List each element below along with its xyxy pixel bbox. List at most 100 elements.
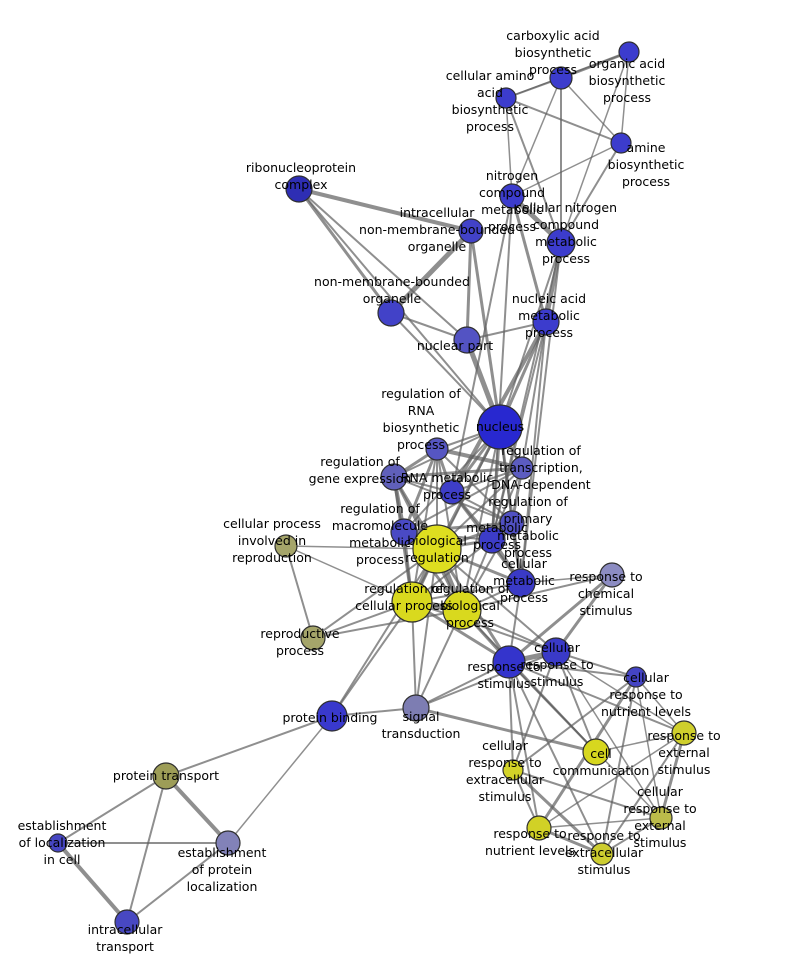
edge-regulation-of-biological-process--reproductive-process [312,609,463,639]
node-nuclear-part[interactable] [453,326,481,354]
node-response-to-stimulus[interactable] [492,645,526,679]
edge-cellular-response-to-stimulus--response-to-external-stimulus [555,651,685,734]
node-cell-communication[interactable] [582,738,610,766]
node-metabolic-process[interactable] [478,526,506,554]
node-regulation-of-rna-biosynthetic[interactable] [425,437,449,461]
edge-protein-binding--protein-transport [165,715,333,777]
edge-cellular-response-to-nutrient-levels--cellular-response-to-extracellular-stimulus [512,676,637,771]
edge-cellular-response-to-nutrient-levels--cellular-response-to-external-stimulus [635,676,662,819]
node-label-protein-binding: protein binding [282,710,377,725]
edge-response-to-external-stimulus--cellular-response-to-external-stimulus [659,731,686,820]
edge-cellular-amino-acid-biosynthetic--nitrogen-compound-metabolic [505,97,513,197]
edge-non-membrane-bounded-organelle--nucleus [390,312,501,428]
node-intracellular-transport[interactable] [114,909,140,935]
node-nitrogen-compound-metabolic[interactable] [499,183,525,209]
edge-nitrogen-compound-metabolic--nucleic-acid-metabolic [510,194,548,324]
node-regulation-of-biological-process[interactable] [442,590,482,630]
node-cellular-response-to-extracellular-stimulus[interactable] [502,759,524,781]
node-response-to-nutrient-levels[interactable] [526,815,552,841]
edge-signal-transduction--response-to-stimulus [415,661,510,709]
node-label-protein-transport: protein transport [113,768,219,783]
node-protein-transport[interactable] [152,762,180,790]
node-response-to-extracellular-stimulus[interactable] [590,842,614,866]
edge-intracellular-non-membrane-bounded-organelle--non-membrane-bounded-organelle [388,228,474,316]
edge-regulation-of-cellular-process--protein-binding [331,601,413,717]
edge-protein-transport--establishment-of-protein-localization [164,774,230,845]
node-nucleic-acid-metabolic[interactable] [532,308,560,336]
node-cellular-response-to-stimulus[interactable] [541,637,571,667]
edge-regulation-of-gene-expression--regulation-of-transcription-dna-dependent [392,466,524,479]
node-cellular-process-involved-in-reproduction[interactable] [274,534,298,558]
node-non-membrane-bounded-organelle[interactable] [377,299,405,327]
node-regulation-of-transcription-dna-dependent[interactable] [510,456,534,480]
edge-cellular-nitrogen-compound-metabolic--nucleus [499,242,562,428]
edge-establishment-of-protein-localization--intracellular-transport [126,842,229,923]
node-establishment-of-localization-in-cell[interactable] [48,833,68,853]
edge-cellular-response-to-stimulus--cell-communication [555,651,597,753]
edge-response-to-stimulus--response-to-nutrient-levels [508,661,540,829]
edge-intracellular-non-membrane-bounded-organelle--nuclear-part [465,229,473,342]
node-carboxylic-acid-biosynthetic[interactable] [549,66,573,90]
node-cellular-metabolic-process[interactable] [506,568,536,598]
node-rna-metabolic-process[interactable] [439,479,465,505]
edge-regulation-of-rna-biosynthetic--regulation-of-primary-metabolic [436,448,513,524]
node-organic-acid-biosynthetic[interactable] [618,41,640,63]
edge-response-to-external-stimulus--response-to-nutrient-levels [538,732,685,829]
node-cellular-response-to-external-stimulus[interactable] [649,806,673,830]
edge-cellular-response-to-stimulus--response-to-chemical-stimulus [554,573,614,654]
edge-biological-regulation--cellular-response-to-stimulus [436,548,557,653]
edge-cellular-response-to-stimulus--cellular-response-to-external-stimulus [555,651,662,819]
node-nucleus[interactable] [477,404,523,450]
node-establishment-of-protein-localization[interactable] [215,830,241,856]
edge-response-to-nutrient-levels--cellular-response-to-external-stimulus [538,817,662,829]
node-cellular-nitrogen-compound-metabolic[interactable] [546,228,576,258]
node-protein-binding[interactable] [316,700,348,732]
node-cellular-response-to-nutrient-levels[interactable] [625,666,647,688]
edge-response-to-stimulus--cellular-response-to-extracellular-stimulus [508,661,514,771]
edge-response-to-stimulus--response-to-external-stimulus [508,661,685,734]
node-ribonucleoprotein-complex[interactable] [285,175,313,203]
edge-regulation-of-rna-biosynthetic--regulation-of-macromolecule-metabolic [402,447,439,534]
edge-cellular-amino-acid-biosynthetic--cellular-nitrogen-compound-metabolic [505,97,562,244]
node-biological-regulation[interactable] [412,524,462,574]
node-cellular-amino-acid-biosynthetic[interactable] [495,87,517,109]
edge-amine-biosynthetic--cellular-nitrogen-compound-metabolic [560,142,622,244]
edge-biological-regulation--signal-transduction [415,548,438,709]
node-reproductive-process[interactable] [300,625,326,651]
node-signal-transduction[interactable] [402,694,430,722]
edge-organic-acid-biosynthetic--amine-biosynthetic [620,51,630,144]
node-regulation-of-primary-metabolic[interactable] [499,510,525,536]
edge-regulation-of-cellular-process--cellular-process-involved-in-reproduction [285,545,413,603]
edge-response-to-stimulus--response-to-chemical-stimulus [507,573,614,664]
edge-protein-transport--intracellular-transport [126,775,167,923]
edge-response-to-stimulus--cellular-response-to-nutrient-levels [508,661,637,678]
node-amine-biosynthetic[interactable] [610,132,632,154]
node-response-to-chemical-stimulus[interactable] [599,562,625,588]
node-intracellular-non-membrane-bounded-organelle[interactable] [458,218,484,244]
nodes-layer [48,41,697,935]
node-regulation-of-cellular-process[interactable] [391,581,433,623]
edge-nucleus--regulation-of-biological-process [461,426,501,611]
edge-response-to-external-stimulus--response-to-extracellular-stimulus [601,732,685,855]
edge-signal-transduction--cell-communication [414,706,598,754]
node-response-to-external-stimulus[interactable] [671,720,697,746]
node-regulation-of-gene-expression[interactable] [380,463,408,491]
node-regulation-of-macromolecule-metabolic[interactable] [390,518,418,546]
